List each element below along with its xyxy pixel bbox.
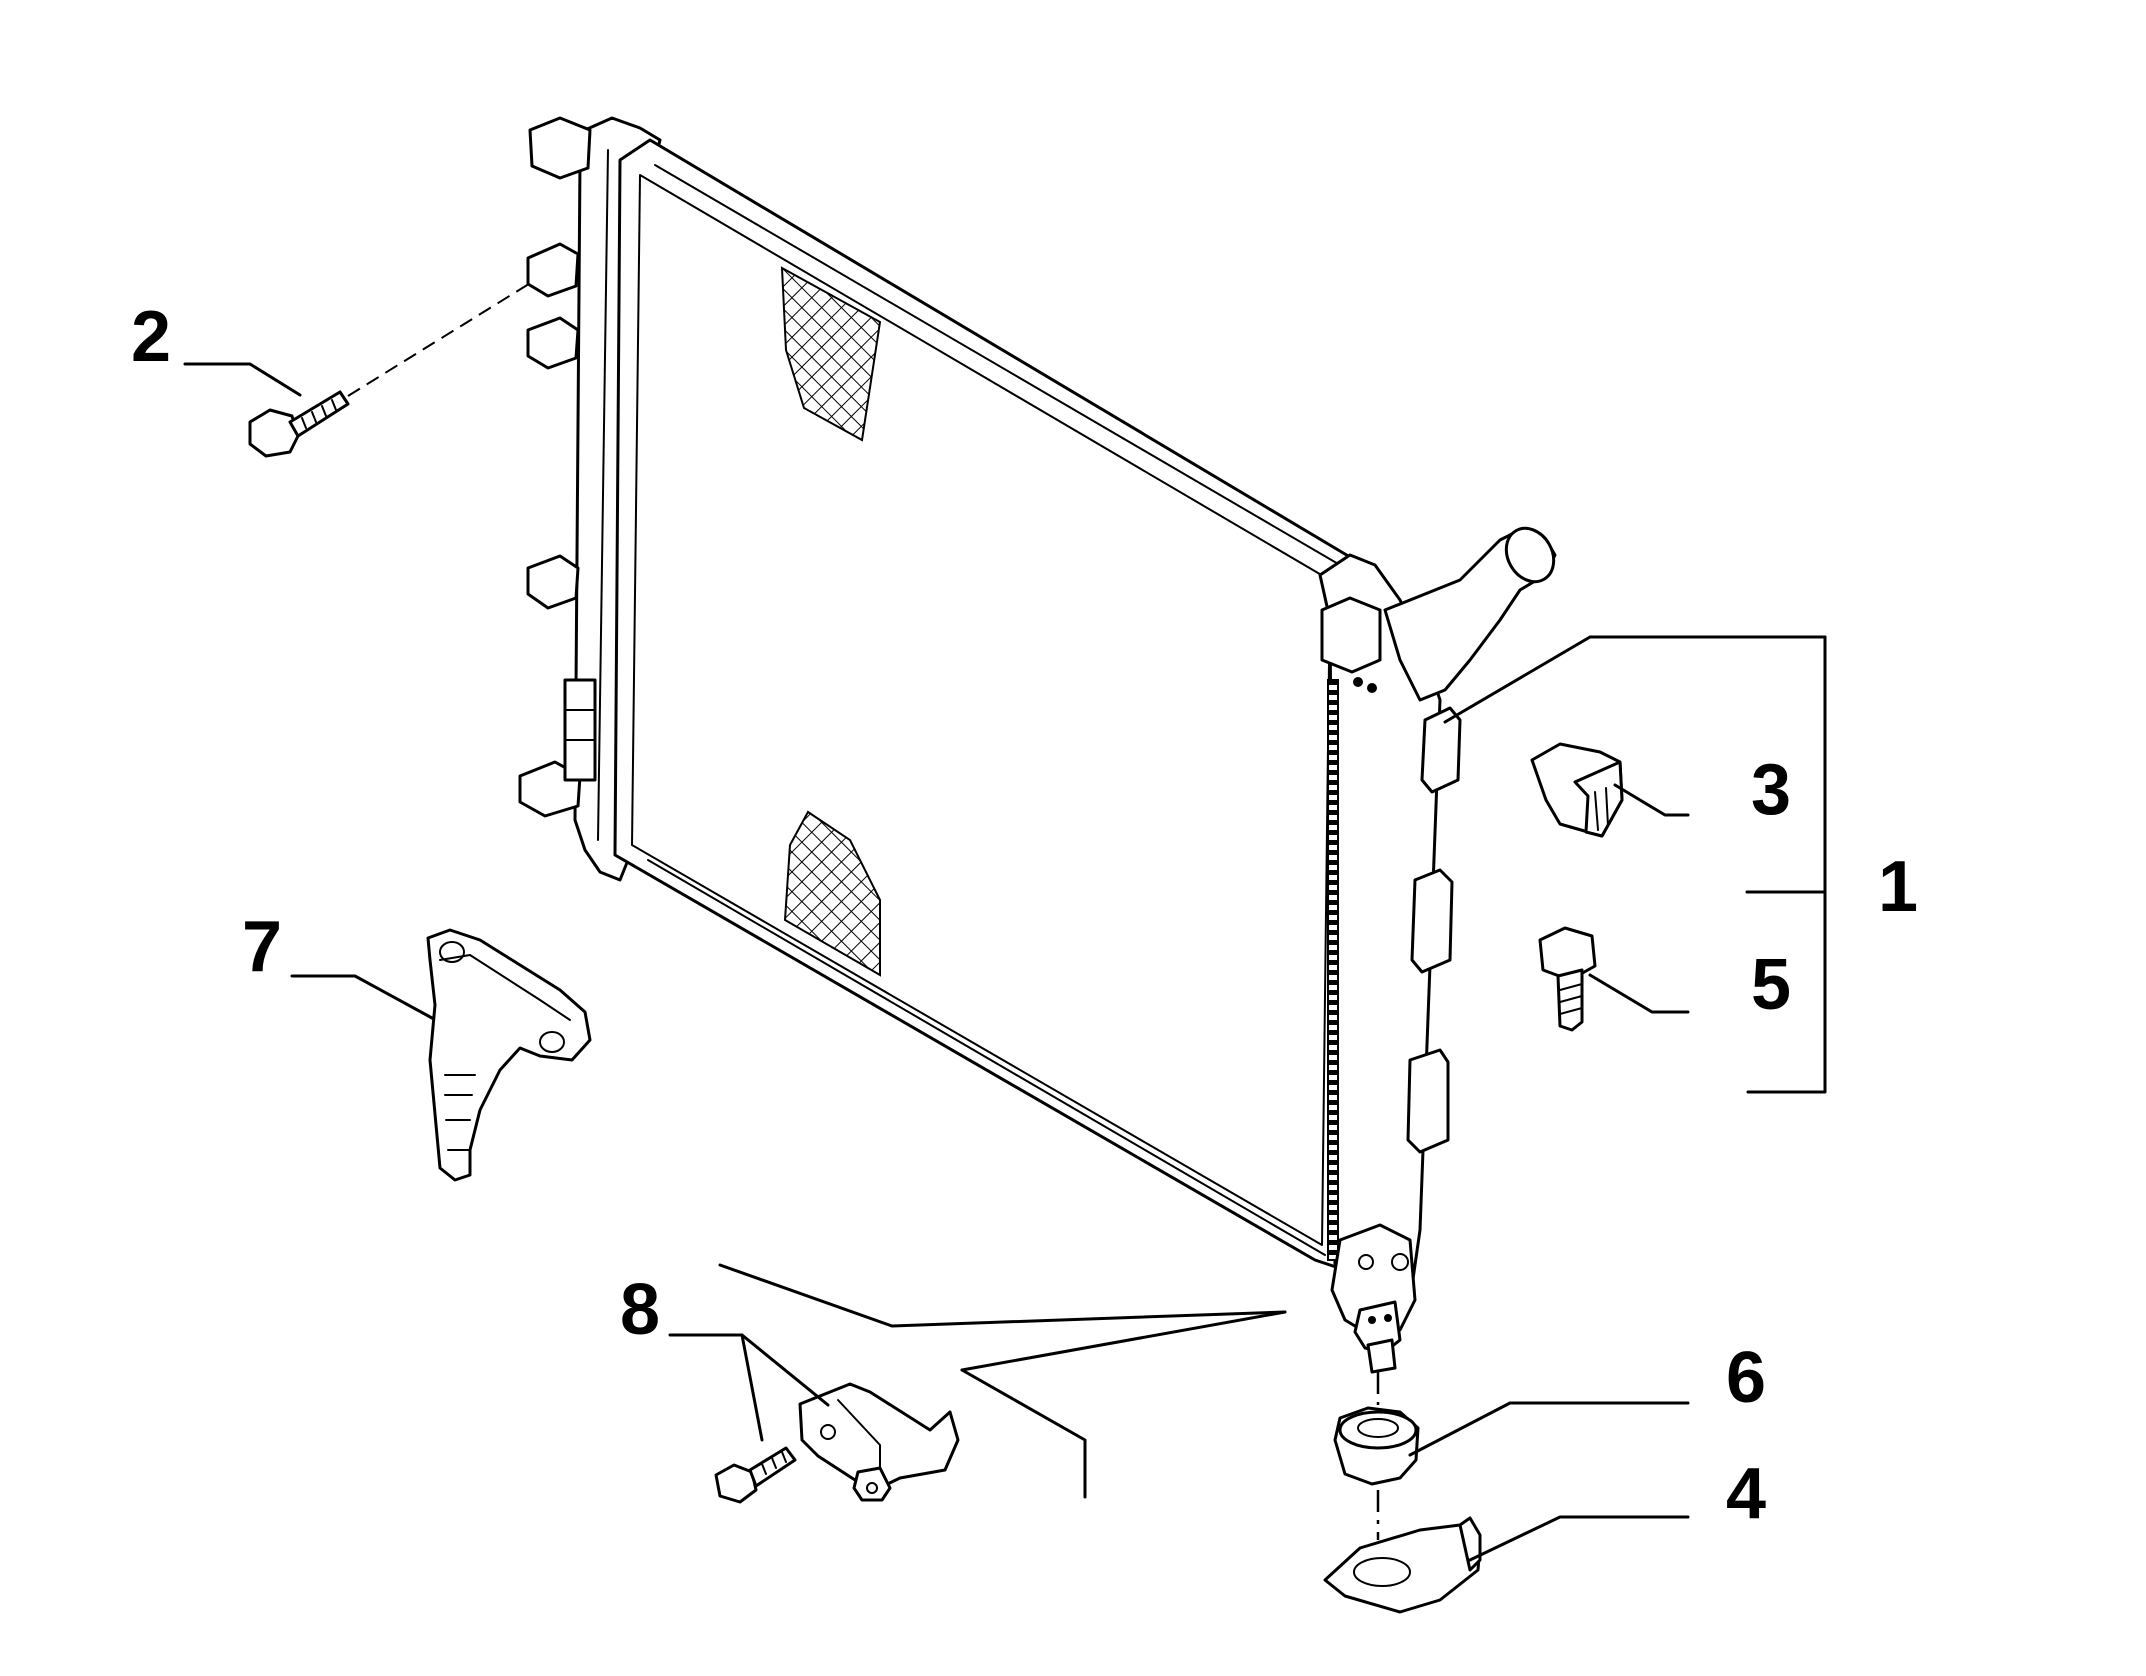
callout-3: 3 — [1751, 750, 1791, 830]
part-5-bolt — [1538, 926, 1597, 1032]
callout-2: 2 — [131, 297, 171, 377]
part-3-clip — [1530, 742, 1624, 838]
leader-lines — [183, 362, 1827, 1562]
part-2-bolt — [248, 281, 533, 458]
callout-1: 1 — [1878, 847, 1918, 927]
callout-7: 7 — [242, 907, 282, 987]
radiator-assembly — [518, 116, 1557, 1374]
callout-6: 6 — [1726, 1338, 1766, 1418]
part-8-bolt — [714, 1446, 797, 1504]
part-7-bracket — [426, 928, 592, 1182]
part-6-grommet — [1333, 1372, 1420, 1540]
part-8-bracket — [798, 1382, 960, 1502]
callout-4: 4 — [1726, 1454, 1766, 1534]
callout-5: 5 — [1751, 945, 1791, 1025]
callout-labels: 1 2 3 4 5 6 7 8 — [131, 297, 1918, 1534]
callout-8: 8 — [620, 1270, 660, 1350]
part-4-bracket — [1323, 1516, 1482, 1614]
